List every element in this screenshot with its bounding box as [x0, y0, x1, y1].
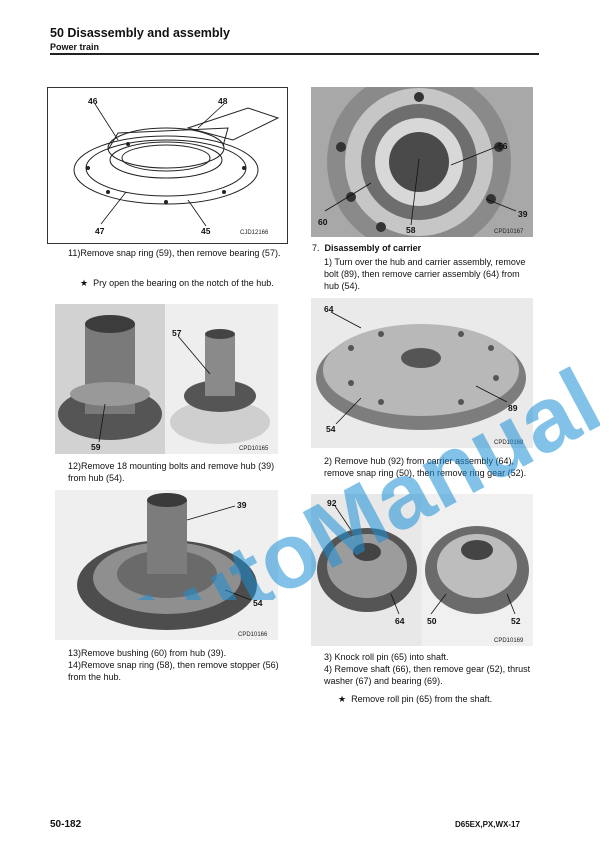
- figure-code: CPD10168: [494, 440, 524, 446]
- callout-57: 57: [172, 328, 182, 338]
- callout-92: 92: [327, 498, 337, 508]
- figure-code: CPD10167: [494, 229, 524, 235]
- page-number: 50-182: [50, 819, 82, 830]
- step-12: 12)Remove 18 mounting bolts and remove h…: [68, 461, 275, 483]
- step-13: 13)Remove bushing (60) from hub (39).: [68, 648, 227, 658]
- callout-45: 45: [201, 226, 211, 236]
- page-title: 50 Disassembly and assembly: [50, 26, 230, 40]
- figure-hub-bolts-photo: 39 54 CPD10166: [55, 490, 278, 640]
- step-11-note: ★ Pry open the bearing on the notch of t…: [80, 278, 274, 288]
- callout-64: 64: [324, 304, 334, 314]
- page-subtitle: Power train: [50, 42, 100, 52]
- model-code: D65EX,PX,WX-17: [455, 820, 520, 829]
- callout-47: 47: [95, 226, 105, 236]
- callout-64: 64: [395, 616, 405, 626]
- callout-54: 54: [253, 598, 263, 608]
- callout-39: 39: [237, 500, 247, 510]
- callout-56: 56: [498, 141, 508, 151]
- carrier-step-3: 3) Knock roll pin (65) into shaft.: [324, 652, 449, 662]
- figure-code: CJD12166: [240, 230, 269, 236]
- header-rule: [50, 53, 539, 55]
- callout-52: 52: [511, 616, 521, 626]
- callout-48: 48: [218, 96, 228, 106]
- figure-carrier-assembly-photo: 64 89 54 CPD10168: [311, 298, 533, 448]
- callout-46: 46: [88, 96, 98, 106]
- figure-code: CPD10166: [238, 632, 268, 638]
- section-7-heading: 7. Disassembly of carrier: [312, 243, 422, 253]
- figure-hub-drawing: 46 48 47 45 CJD12166: [47, 87, 288, 244]
- callout-39: 39: [518, 209, 528, 219]
- section-7-title: Disassembly of carrier: [324, 243, 422, 253]
- carrier-step-2: 2) Remove hub (92) from carrier assembly…: [324, 456, 527, 478]
- figure-snap-ring-bearing-photo: 59 57 CPD10165: [55, 304, 278, 454]
- step-14: 14)Remove snap ring (58), then remove st…: [68, 660, 279, 682]
- figure-code: CPD10169: [494, 638, 524, 644]
- carrier-step-4-note: ★ Remove roll pin (65) from the shaft.: [338, 694, 493, 704]
- star-icon: ★: [338, 694, 347, 704]
- star-icon: ★: [80, 278, 89, 288]
- callout-60: 60: [318, 217, 328, 227]
- callout-59: 59: [91, 442, 101, 452]
- step-11: 11)Remove snap ring (59), then remove be…: [68, 248, 281, 258]
- figure-carrier-parts-photo: 92 64 50 52 CPD10169: [311, 494, 533, 646]
- carrier-step-4: 4) Remove shaft (66), then remove gear (…: [324, 664, 531, 686]
- carrier-step-1: 1) Turn over the hub and carrier assembl…: [324, 257, 526, 291]
- callout-58: 58: [406, 225, 416, 235]
- figure-hub-stopper-photo: 56 60 58 39 CPD10167: [311, 87, 533, 237]
- callout-54: 54: [326, 424, 336, 434]
- callout-50: 50: [427, 616, 437, 626]
- figure-code: CPD10165: [239, 446, 269, 452]
- callout-89: 89: [508, 403, 518, 413]
